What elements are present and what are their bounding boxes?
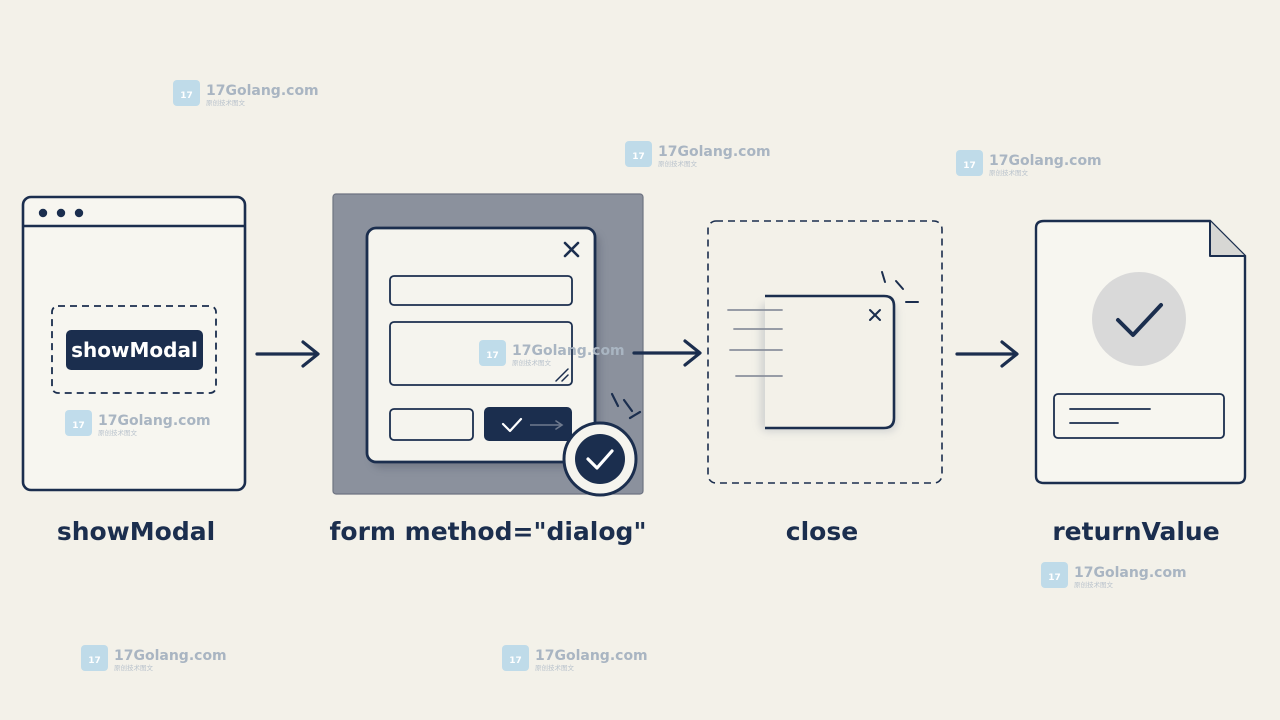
text-input-field[interactable]: [389, 275, 573, 306]
closing-dialog-illustration: [727, 271, 919, 430]
watermark: 17 17Golang.com 原创技术图文: [1041, 562, 1187, 589]
window-dot-icon: [56, 208, 66, 218]
svg-text:原创技术图文: 原创技术图文: [114, 663, 154, 672]
step-show-modal: showModal showModal: [21, 195, 247, 546]
dashed-area-outline: [707, 220, 943, 484]
svg-text:原创技术图文: 原创技术图文: [535, 663, 575, 672]
return-value-field: [1053, 393, 1225, 439]
svg-text:17Golang.com: 17Golang.com: [114, 648, 227, 664]
flow-arrow-1: [255, 340, 320, 368]
svg-text:17: 17: [88, 656, 101, 666]
svg-text:原创技术图文: 原创技术图文: [98, 428, 138, 437]
svg-text:原创技术图文: 原创技术图文: [658, 159, 698, 168]
svg-text:原创技术图文: 原创技术图文: [512, 358, 552, 367]
cancel-button[interactable]: [389, 408, 474, 441]
flow-arrow-3: [955, 340, 1019, 368]
svg-text:17Golang.com: 17Golang.com: [1074, 565, 1187, 581]
show-modal-button[interactable]: showModal: [66, 330, 203, 370]
confirm-button[interactable]: [484, 407, 572, 441]
watermark: 17 17Golang.com 原创技术图文: [502, 645, 648, 672]
flow-arrow-2: [632, 339, 702, 367]
show-modal-button-label: showModal: [71, 338, 198, 362]
watermark: 17 17Golang.com 原创技术图文: [625, 141, 771, 168]
svg-text:17: 17: [180, 91, 193, 101]
svg-text:17Golang.com: 17Golang.com: [512, 343, 625, 359]
check-icon: [501, 417, 523, 433]
step-caption-return-value: returnValue: [1052, 517, 1219, 546]
success-badge-icon: [562, 392, 642, 497]
browser-window-illustration: showModal: [21, 195, 247, 492]
svg-text:17Golang.com: 17Golang.com: [206, 83, 319, 99]
svg-text:原创技术图文: 原创技术图文: [1074, 580, 1114, 589]
watermark: 17 17Golang.com 原创技术图文: [173, 80, 319, 107]
svg-text:原创技术图文: 原创技术图文: [989, 168, 1029, 177]
svg-text:17: 17: [509, 656, 522, 666]
svg-text:17: 17: [1048, 573, 1061, 583]
svg-text:17Golang.com: 17Golang.com: [535, 648, 648, 664]
svg-text:17Golang.com: 17Golang.com: [98, 413, 211, 429]
window-dot-icon: [74, 208, 84, 218]
textarea-field[interactable]: [389, 321, 573, 386]
svg-text:17: 17: [632, 152, 645, 162]
motion-lines: [727, 309, 783, 377]
watermark: 17 17Golang.com 原创技术图文: [81, 645, 227, 672]
step-caption-form-dialog: form method="dialog": [330, 517, 647, 546]
svg-text:17: 17: [963, 161, 976, 171]
document-illustration: [1034, 219, 1247, 485]
resize-handle-icon: [555, 368, 569, 382]
svg-text:原创技术图文: 原创技术图文: [206, 98, 246, 107]
checkmark-circle-icon: [1092, 272, 1186, 366]
svg-text:17: 17: [486, 351, 499, 361]
svg-text:17Golang.com: 17Golang.com: [989, 153, 1102, 169]
close-icon: [869, 309, 881, 321]
svg-text:17: 17: [72, 421, 85, 431]
step-return-value: returnValue: [1034, 219, 1247, 546]
watermark: 17 17Golang.com 原创技术图文: [65, 410, 211, 437]
step-form-dialog: form method="dialog": [330, 193, 647, 546]
close-icon[interactable]: [563, 241, 580, 258]
step-caption-show-modal: showModal: [57, 517, 215, 546]
watermark: 17 17Golang.com 原创技术图文: [479, 340, 625, 367]
step-caption-close: close: [786, 517, 858, 546]
svg-text:17Golang.com: 17Golang.com: [658, 144, 771, 160]
dashed-modal-outline: [51, 305, 217, 394]
window-dot-icon: [38, 208, 48, 218]
watermark: 17 17Golang.com 原创技术图文: [956, 150, 1102, 177]
step-close: close: [707, 220, 943, 546]
burst-lines: [881, 271, 919, 303]
